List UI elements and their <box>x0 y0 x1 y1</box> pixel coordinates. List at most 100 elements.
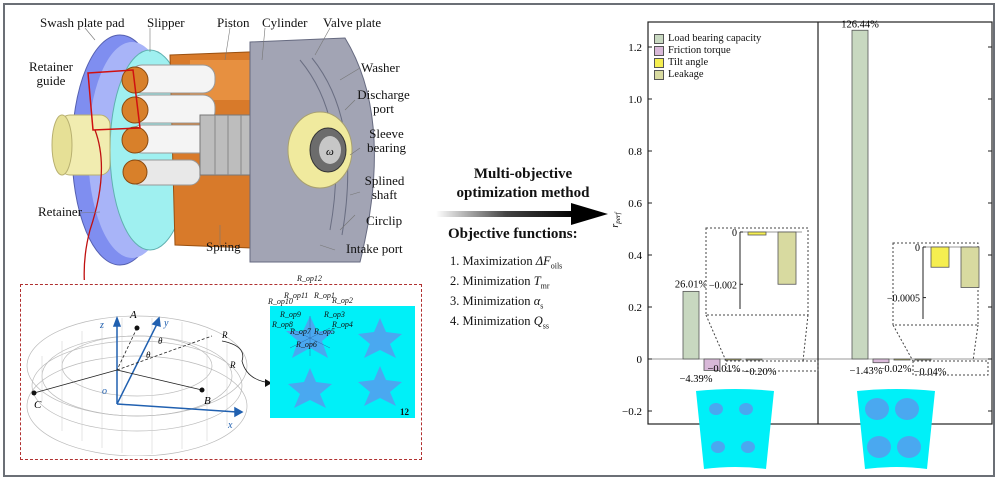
texture-dimple <box>741 441 755 453</box>
bar-texture-set-2-2 <box>893 358 911 361</box>
bar-texture-set-1-1 <box>703 358 721 371</box>
y-tick-label: 0.6 <box>628 198 642 210</box>
label-intake-port: Intake port <box>346 241 403 256</box>
objective-title: Objective functions: <box>448 226 578 242</box>
pump-illustration: ω <box>51 27 375 280</box>
bar-label-texture-set-2-2: −0.02% <box>878 364 911 375</box>
bar-label-texture-set-1-2: −0.01% <box>707 364 740 375</box>
zoom-region-texture-set-1 <box>725 360 819 372</box>
figure-frame <box>3 3 995 477</box>
y-tick-label: 0.2 <box>628 302 642 314</box>
legend-item-load: Load bearing capacity <box>654 33 761 45</box>
texture-dimple <box>711 441 725 453</box>
bar-texture-set-2-1 <box>872 358 890 364</box>
texture-dimple <box>709 403 723 415</box>
inset-tick-label: 0 <box>915 243 920 254</box>
label-rop12: R_op12 <box>297 274 322 283</box>
label-rop10: R_op10 <box>268 297 293 306</box>
objective-4: 4. Minimization Qss <box>450 314 549 331</box>
texture-labels: R_op12 R_op1 R_op2 R_op3 R_op4 R_op5 R_o… <box>254 270 384 360</box>
inset-bar-texture-set-1-1 <box>777 231 797 285</box>
legend-swatch <box>654 34 664 44</box>
bar-texture-set-1-0 <box>682 290 700 360</box>
label-rop2: R_op2 <box>332 296 353 305</box>
axis-z-label: z <box>99 320 104 331</box>
zoom-connector <box>802 314 809 362</box>
texture-stars <box>286 316 402 408</box>
label-circlip: Circlip <box>366 213 403 228</box>
zoom-region-texture-set-2 <box>912 360 989 376</box>
legend-swatch <box>654 46 664 56</box>
coordinate-diagram: A B C z y x o θ θ R R <box>26 309 272 456</box>
label-rop3: R_op3 <box>324 310 345 319</box>
origin-label: o <box>102 386 107 397</box>
label-rop6: R_op6 <box>296 340 317 349</box>
texture-thumbnail-1 <box>696 389 774 469</box>
r-de-label-1: R <box>221 330 228 340</box>
texture-count: 12 <box>400 407 409 417</box>
label-slipper: Slipper <box>147 15 185 30</box>
y-tick-label: 0.8 <box>628 146 642 158</box>
label-spring: Spring <box>206 239 241 254</box>
label-cylinder: Cylinder <box>262 15 308 30</box>
label-piston: Piston <box>217 15 250 30</box>
label-rop7: R_op7 <box>290 327 311 336</box>
bar-texture-set-2-0 <box>851 29 869 360</box>
point-b-label: B <box>204 395 211 407</box>
bar-texture-set-2-3 <box>914 358 932 361</box>
chart-legend: Load bearing capacity Friction torque Ti… <box>654 33 761 81</box>
label-retainer: Retainer <box>38 204 83 219</box>
bar-label-texture-set-2-0: 126.44% <box>841 19 879 30</box>
inset-tick-label: −0.0005 <box>887 294 920 305</box>
detail-dashed-box <box>20 284 422 460</box>
inset-bar-texture-set-2-0 <box>930 246 950 268</box>
y-tick-label: 1.0 <box>628 94 642 106</box>
y-tick-label: 0.4 <box>628 250 642 262</box>
texture-dimple <box>739 403 753 415</box>
bar-texture-set-1-3 <box>745 358 763 361</box>
legend-swatch <box>654 58 664 68</box>
zoom-connector <box>705 314 727 362</box>
legend-item-tilt: Tilt angle <box>654 57 761 69</box>
texture-dimple <box>358 366 402 406</box>
legend-item-friction: Friction torque <box>654 45 761 57</box>
label-rop8: R_op8 <box>272 320 293 329</box>
legend-item-leakage: Leakage <box>654 69 761 81</box>
texture-dimple <box>867 436 891 458</box>
theta-label-2: θ <box>146 350 151 360</box>
inset-tick-label: −0.002 <box>709 280 737 291</box>
inset-bar-texture-set-2-1 <box>960 246 980 288</box>
axis-y-label: y <box>163 318 169 329</box>
bar-label-texture-set-2-3: −0.04% <box>913 367 946 378</box>
theta-label-1: θ <box>158 336 163 346</box>
texture-dimple <box>895 398 919 420</box>
y-tick-label: −0.2 <box>622 406 642 418</box>
point-c-label: C <box>34 399 42 411</box>
bar-label-texture-set-1-3: −0.20% <box>743 367 776 378</box>
highlight-box <box>87 69 141 131</box>
legend-swatch <box>654 70 664 80</box>
objective-3: 3. Minimization αs <box>450 294 544 311</box>
plot-area <box>647 21 993 425</box>
pistons <box>121 64 216 186</box>
objective-1: 1. Maximization ΔFoils <box>450 254 563 271</box>
r-de-label-2: R <box>229 360 236 370</box>
bar-label-texture-set-2-1: −1.43% <box>849 366 882 377</box>
label-washer: Washer <box>361 60 400 75</box>
label-valve-plate: Valve plate <box>323 15 382 30</box>
label-rop4: R_op4 <box>332 320 353 329</box>
zoom-connector <box>972 324 979 362</box>
y-axis-label: rperf <box>610 211 622 227</box>
label-rop5: R_op5 <box>314 327 335 336</box>
texture-dimple <box>897 436 921 458</box>
bar-texture-set-1-2 <box>724 358 742 361</box>
bar-label-texture-set-1-1: −4.39% <box>679 374 712 385</box>
texture-dimple <box>865 398 889 420</box>
inset-bar-texture-set-1-0 <box>747 231 767 236</box>
